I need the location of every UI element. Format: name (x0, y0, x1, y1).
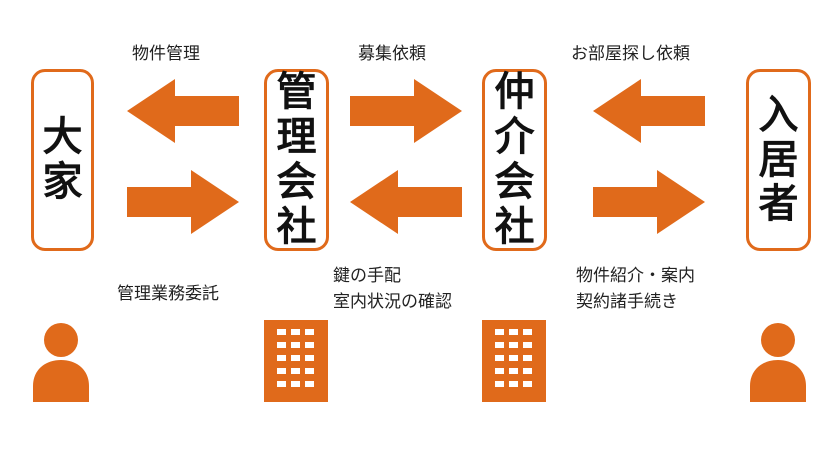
management-company-box: 管理会社 (264, 69, 329, 251)
arrow-right-introduction-contract (593, 170, 705, 234)
label-room-search-request: お部屋探し依頼 (571, 44, 690, 64)
label-management-consignment: 管理業務委託 (117, 284, 219, 304)
arrow-left-property-management (127, 79, 239, 143)
label-recruitment-request: 募集依頼 (358, 44, 426, 64)
arrow-right-management-consignment (127, 170, 239, 234)
arrow-left-room-search (593, 79, 705, 143)
label-introduction-contract: 物件紹介・案内 契約諸手続き (576, 266, 695, 313)
owner-person-icon (33, 323, 89, 402)
tenant-person-icon (750, 323, 806, 402)
management-company-label: 管理会社 (276, 69, 317, 250)
label-property-management: 物件管理 (132, 44, 200, 64)
label-keys-status: 鍵の手配 室内状況の確認 (333, 266, 452, 313)
brokerage-company-label: 仲介会社 (494, 69, 535, 250)
brokerage-company-box: 仲介会社 (482, 69, 547, 251)
tenant-box: 入居者 (746, 69, 811, 251)
owner-box: 大家 (31, 69, 94, 251)
arrow-right-recruitment-request (350, 79, 462, 143)
tenant-label: 入居者 (758, 91, 799, 228)
arrow-left-keys-status (350, 170, 462, 234)
management-building-icon (264, 320, 328, 402)
owner-label: 大家 (42, 114, 83, 205)
brokerage-building-icon (482, 320, 546, 402)
